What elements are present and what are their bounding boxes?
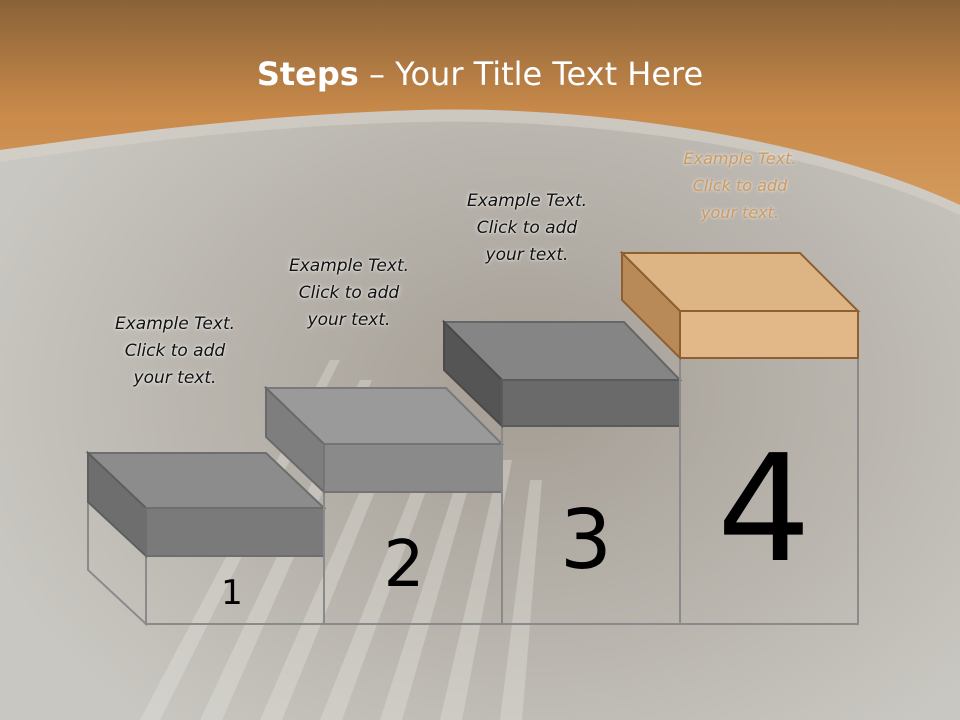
step-3[interactable]: 3 <box>441 319 683 625</box>
step-4-caption[interactable]: Example Text. Click to add your text. <box>683 149 797 222</box>
step-2-number: 2 <box>384 528 425 602</box>
step-2-block-front <box>323 443 503 493</box>
step-1-block-front <box>145 507 325 557</box>
step-4[interactable]: 4 <box>619 250 861 625</box>
title-strong: Steps <box>256 55 359 93</box>
step-1-number: 1 <box>221 573 243 613</box>
step-4-block-front <box>679 310 859 359</box>
step-1-caption[interactable]: Example Text. Click to add your text. <box>114 314 236 388</box>
step-2-caption[interactable]: Example Text. Click to add your text. <box>288 256 410 330</box>
step-3-number: 3 <box>560 493 612 588</box>
title-rest: – Your Title Text Here <box>358 55 704 93</box>
step-3-block-front <box>501 379 681 427</box>
step-3-caption[interactable]: Example Text. Click to add your text. <box>466 191 588 265</box>
step-1[interactable]: 1 <box>85 450 327 627</box>
step-2[interactable]: 2 <box>263 385 505 625</box>
step-4-number: 4 <box>717 423 811 595</box>
slide-title[interactable]: Steps – Your Title Text Here <box>0 52 960 96</box>
